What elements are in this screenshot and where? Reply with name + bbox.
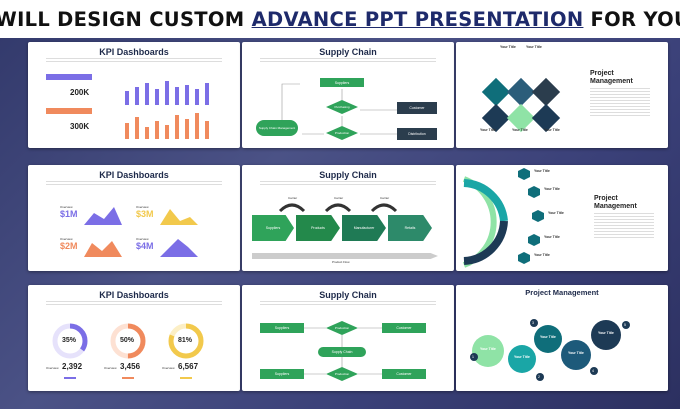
step-retails: Retails	[388, 215, 432, 241]
donut-charts	[52, 323, 204, 359]
donut-percent-3: 81%	[178, 337, 193, 344]
slide-title: KPI Dashboards	[99, 290, 169, 300]
step-products: Products	[296, 215, 340, 241]
slide-supply-chain-2[interactable]: Supply Chain Carrier Carrier Carrier Sup…	[242, 165, 454, 271]
your-title-label: Your Title	[512, 128, 528, 132]
slide-kpi-dashboard-3[interactable]: KPI Dashboards 35% 50% 81% Overview 2,39…	[28, 285, 240, 391]
kpi-number-3: 6,567	[178, 362, 199, 371]
your-title-label: Your Title	[534, 253, 550, 257]
flow-distribution: Distribution	[397, 128, 437, 140]
slide-project-management-1[interactable]: Your Title Your Title Your Title Your Ti…	[456, 42, 668, 148]
your-title-label: Your Title	[544, 235, 560, 239]
donut-percent-2: 50%	[120, 337, 135, 344]
kpi-number-1: 2,392	[62, 362, 83, 371]
slide-supply-chain-1[interactable]: Supply Chain Suppliers Purchasing Produc…	[242, 42, 454, 148]
flow-suppliers: Suppliers	[260, 369, 304, 379]
your-title-label: Your Title	[598, 331, 614, 335]
flow-customer: Customer	[397, 102, 437, 114]
circles-diagram	[470, 319, 630, 381]
slide-project-management-3[interactable]: Project Management 1 2 3 4 5 Your Title …	[456, 285, 668, 391]
body-text-placeholder	[594, 213, 654, 239]
slide-project-management-2[interactable]: Your Title Your Title Your Title Your Ti…	[456, 165, 668, 271]
headline-banner: I WILL DESIGN CUSTOM ADVANCE PPT PRESENT…	[0, 0, 680, 38]
step-suppliers: Suppliers	[252, 215, 294, 241]
your-title-label: Your Title	[480, 347, 496, 351]
overview-label: Overview	[46, 366, 59, 370]
flow-production: Production	[326, 367, 358, 381]
carrier-arcs	[278, 203, 398, 213]
flow-production: Production	[326, 321, 358, 335]
flow-lines	[304, 327, 382, 375]
overview-label: Overview	[60, 205, 73, 209]
slide-subtitle	[46, 58, 222, 64]
product-flow-label: Product Flow	[332, 260, 350, 264]
your-title-label: Your Title	[568, 351, 584, 355]
slide-title: Project Management	[594, 195, 637, 210]
flow-customer: Customer	[382, 369, 426, 379]
slide-title: KPI Dashboards	[99, 47, 169, 57]
slide-kpi-dashboard-1[interactable]: KPI Dashboards 200K 300K	[28, 42, 240, 148]
kpi-value-4: $4M	[136, 241, 154, 251]
kpi-value-2: $3M	[136, 209, 154, 219]
flow-lines	[281, 83, 397, 135]
carrier-label: Carrier	[288, 196, 298, 200]
step-number-4: 4	[592, 369, 594, 373]
flow-suppliers: Suppliers	[260, 323, 304, 333]
slide-title: Supply Chain	[319, 290, 377, 300]
body-text-placeholder	[590, 88, 650, 116]
overview-label: Overview	[136, 237, 149, 241]
purple-label-bar	[46, 74, 92, 80]
your-title-label: Your Title	[548, 211, 564, 215]
donut-percent-1: 35%	[62, 337, 77, 344]
your-title-label: Your Title	[540, 335, 556, 339]
slide-title: KPI Dashboards	[99, 170, 169, 180]
flow-supply-chain: Supply Chain	[318, 347, 366, 357]
your-title-label: Your Title	[534, 169, 550, 173]
step-number-3: 3	[532, 321, 534, 325]
kpi-value-3: $2M	[60, 241, 78, 251]
your-title-label: Your Title	[544, 187, 560, 191]
step-number-2: 2	[538, 375, 540, 379]
flow-purchasing: Purchasing	[326, 100, 358, 114]
slide-title: Supply Chain	[319, 170, 377, 180]
legend-swatch	[64, 377, 76, 379]
flow-suppliers: Suppliers	[320, 78, 364, 87]
kpi-number-2: 3,456	[120, 362, 141, 371]
step-number-1: 1	[472, 355, 474, 359]
slide-title: Project Management	[590, 70, 633, 85]
slide-supply-chain-3[interactable]: Supply Chain Suppliers Production Custom…	[242, 285, 454, 391]
arc-diagram	[462, 168, 544, 268]
diamond-diagram	[481, 77, 561, 133]
slide-kpi-dashboard-2[interactable]: KPI Dashboards Overview $1M Overview $3M…	[28, 165, 240, 271]
your-title-label: Your Title	[480, 128, 496, 132]
overview-label: Overview	[136, 205, 149, 209]
overview-label: Overview	[162, 366, 175, 370]
headline: I WILL DESIGN CUSTOM ADVANCE PPT PRESENT…	[0, 7, 680, 31]
your-title-label: Your Title	[500, 45, 516, 49]
area-charts	[84, 207, 198, 257]
legend-swatch	[122, 377, 134, 379]
carrier-label: Carrier	[380, 196, 390, 200]
flow-supply-chain-management: Supply Chain Management	[256, 120, 298, 136]
orange-label-bar	[46, 108, 92, 114]
flow-production: Production	[326, 126, 358, 140]
overview-label: Overview	[60, 237, 73, 241]
your-title-label: Your Title	[544, 128, 560, 132]
bar-chart	[125, 81, 209, 139]
your-title-label: Your Title	[526, 45, 542, 49]
step-number-5: 5	[624, 323, 626, 327]
kpi-value-b: 300K	[70, 122, 90, 131]
legend-swatch	[180, 377, 192, 379]
carrier-label: Carrier	[334, 196, 344, 200]
overview-label: Overview	[104, 366, 117, 370]
slide-title: Project Management	[525, 288, 599, 297]
your-title-label: Your Title	[514, 355, 530, 359]
kpi-value-1: $1M	[60, 209, 78, 219]
kpi-value-a: 200K	[70, 88, 90, 97]
product-flow-arrow	[252, 253, 438, 259]
slide-title: Supply Chain	[319, 47, 377, 57]
step-manufacturer: Manufacturer	[342, 215, 386, 241]
flow-customer: Customer	[382, 323, 426, 333]
